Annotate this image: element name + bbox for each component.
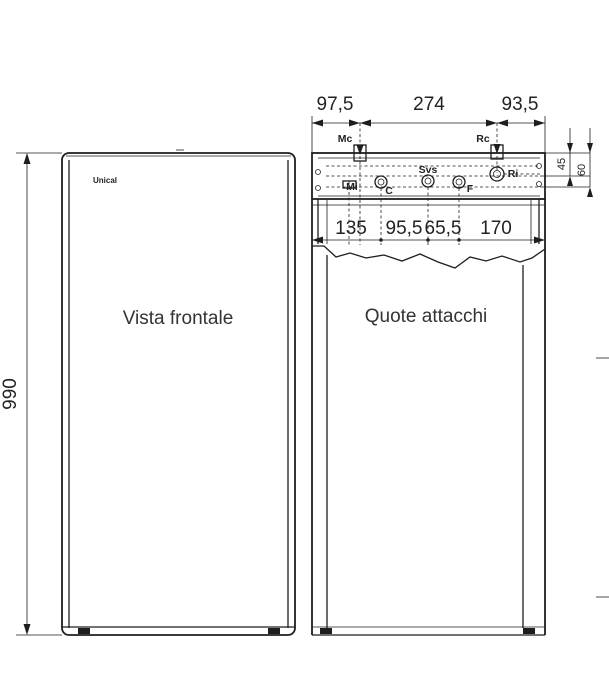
label-rc: Rc <box>476 133 490 145</box>
connections-cabinet <box>311 152 546 636</box>
pipe-connections <box>326 123 540 245</box>
height-dimension-label: 990 <box>0 378 21 410</box>
dim-side-60: 60 <box>576 164 588 176</box>
rc-connection <box>490 123 504 173</box>
dim-bottom-3: 65,5 <box>425 218 462 239</box>
label-mc: Mc <box>338 133 353 145</box>
height-dimension-line <box>16 152 62 636</box>
mi-connection <box>342 180 357 245</box>
ri-connection <box>489 166 540 182</box>
dim-top-middle: 274 <box>413 94 445 115</box>
label-mi: Mi <box>346 181 358 193</box>
label-ri: Ri <box>508 168 519 180</box>
dim-bottom-2: 95,5 <box>386 218 423 239</box>
front-view: 990 Unical Vista frontale <box>0 149 296 636</box>
label-f: F <box>467 183 474 195</box>
front-view-title: Vista frontale <box>123 308 234 329</box>
dim-top-right: 93,5 <box>502 94 539 115</box>
connections-view-title: Quote attacchi <box>365 306 488 327</box>
front-cabinet <box>61 149 296 636</box>
label-c: C <box>385 185 393 197</box>
dim-top-left: 97,5 <box>317 94 354 115</box>
dim-bottom-1: 135 <box>335 218 367 239</box>
dim-side-45: 45 <box>556 158 568 170</box>
side-dimension-lines <box>540 128 593 197</box>
bottom-dimension-chain <box>312 236 545 244</box>
label-svs: Svs <box>419 164 438 176</box>
top-dimension-chain <box>311 116 546 160</box>
connections-view: 97,5 274 93,5 45 60 <box>311 94 593 636</box>
dim-bottom-4: 170 <box>480 218 512 239</box>
edge-tick-marks <box>596 357 609 598</box>
brand-logo: Unical <box>93 176 117 185</box>
mc-connection <box>353 123 367 245</box>
